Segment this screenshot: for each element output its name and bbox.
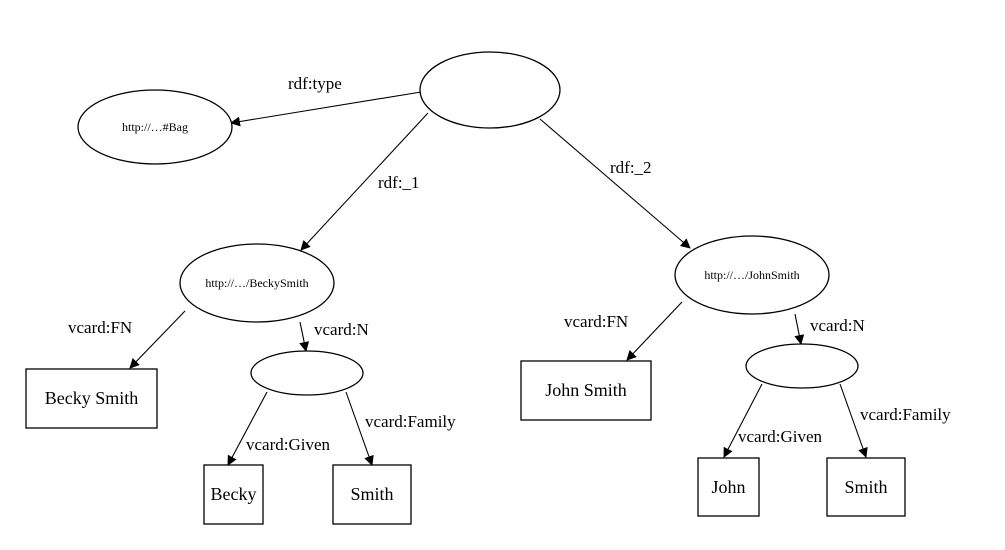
edge-rdf-1 <box>300 112 429 251</box>
edge-label-becky-fn: vcard:FN <box>68 318 132 337</box>
edge-label-becky-n: vcard:N <box>314 320 369 339</box>
becky-name-blank-node <box>250 350 364 396</box>
edge-rdf-2 <box>539 118 691 249</box>
edge-label-becky-family: vcard:Family <box>365 412 456 431</box>
john-family-literal: Smith <box>826 457 906 517</box>
edge-label-rdf-2: rdf:_2 <box>610 158 652 177</box>
edge-john-family <box>839 383 868 458</box>
becky-family-literal: Smith <box>332 464 412 525</box>
john-family-literal-text: Smith <box>844 477 887 497</box>
becky-fn-literal-text: Becky Smith <box>45 388 139 408</box>
edge-becky-family <box>345 391 374 466</box>
edge-label-rdf-type: rdf:type <box>288 74 342 93</box>
nodes: http://…#Bag http://…/BeckySmith http://… <box>25 51 906 525</box>
edge-john-given <box>723 383 763 458</box>
bag-type-label: http://…#Bag <box>122 120 188 134</box>
edge-john-n <box>794 313 805 345</box>
edge-becky-n <box>299 321 310 352</box>
becky-given-literal: Becky <box>203 464 264 525</box>
john-given-literal: John <box>697 457 760 517</box>
edge-label-john-n: vcard:N <box>810 316 865 335</box>
john-fn-literal-text: John Smith <box>545 380 627 400</box>
becky-resource-label: http://…/BeckySmith <box>205 276 308 290</box>
edge-label-rdf-1: rdf:_1 <box>378 173 420 192</box>
john-name-blank-node <box>745 343 859 389</box>
edge-label-john-family: vcard:Family <box>860 405 951 424</box>
edge-becky-given <box>227 391 268 466</box>
edge-rdf-type <box>230 91 422 127</box>
becky-family-literal-text: Smith <box>350 484 393 504</box>
edge-label-becky-given: vcard:Given <box>246 435 331 454</box>
john-given-literal-text: John <box>711 477 745 497</box>
bag-type-node: http://…#Bag <box>77 89 233 165</box>
becky-resource-node: http://…/BeckySmith <box>179 243 335 323</box>
edges <box>129 91 868 466</box>
edge-label-john-given: vcard:Given <box>738 427 823 446</box>
edge-becky-fn <box>129 310 186 369</box>
bag-node <box>419 51 561 129</box>
becky-given-literal-text: Becky <box>211 484 257 504</box>
john-fn-literal: John Smith <box>520 360 652 421</box>
john-resource-node: http://…/JohnSmith <box>674 235 830 315</box>
edge-labels: rdf:type rdf:_1 rdf:_2 vcard:FN vcard:N … <box>68 74 951 454</box>
edge-john-fn <box>626 301 683 361</box>
becky-fn-literal: Becky Smith <box>25 368 158 429</box>
edge-label-john-fn: vcard:FN <box>564 312 628 331</box>
john-resource-label: http://…/JohnSmith <box>704 268 799 282</box>
